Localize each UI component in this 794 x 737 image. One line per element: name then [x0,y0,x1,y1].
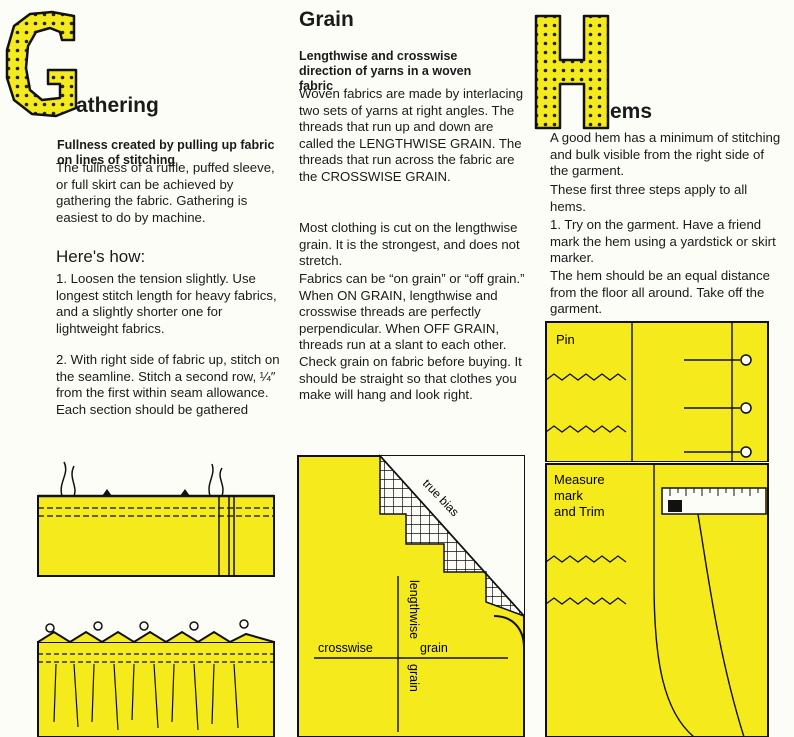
gathering-flat-fabric-illustration [37,461,275,577]
hems-pin-illustration: Pin [545,321,769,462]
hems-step1b: The hem should be an equal distance from… [550,268,770,317]
gathering-section: athering Fullness created by pulling up … [0,0,290,737]
hems-step1: 1. Try on the garment. Have a friend mar… [550,217,776,266]
measure-label-1: Measure [554,472,605,487]
gathering-dropcap [5,10,78,118]
grain-vertical-label: grain [407,664,421,692]
heres-how-heading: Here's how: [56,247,146,266]
grain-title: Grain [299,8,354,31]
gathering-intro: The fullness of a ruffle, puffed sleeve,… [56,160,275,225]
measure-label-2: mark [554,488,583,503]
gathering-step2: 2. With right side of fabric up, stitch … [56,352,280,417]
gathering-gathered-illustration [37,619,275,737]
lengthwise-label: lengthwise [407,580,421,639]
grain-p1: Woven fabrics are made by interlacing tw… [299,86,524,184]
hems-section: ems A good hem has a minimum of stitchin… [534,0,794,737]
gathering-title-rest: athering [76,94,159,117]
gathering-step1: 1. Loosen the tension slightly. Use long… [56,271,277,336]
hems-intro: A good hem has a minimum of stitching an… [550,130,781,179]
grain-p3: Fabrics can be “on grain” or “off grain.… [299,271,525,403]
hems-note: These first three steps apply to all hem… [550,182,748,214]
hems-dropcap [534,14,610,130]
hems-title: ems [610,100,652,124]
grain-p2: Most clothing is cut on the lengthwise g… [299,220,520,269]
grain-horizontal-label: grain [420,641,448,655]
measure-label-3: and Trim [554,504,605,519]
gathering-title: athering [76,94,159,118]
hems-title-rest: ems [610,100,653,123]
hems-measure-illustration: Measure mark and Trim [545,463,769,737]
grain-section: Grain Lengthwise and crosswise direction… [290,0,540,737]
crosswise-label: crosswise [318,641,373,655]
pin-label: Pin [556,332,575,347]
grain-subtitle: Lengthwise and crosswise direction of ya… [299,48,472,93]
gathering-subtitle: Fullness created by pulling up fabric on… [57,137,275,167]
grain-diagram: true bias lengthwise grain crosswise gra… [297,454,525,737]
